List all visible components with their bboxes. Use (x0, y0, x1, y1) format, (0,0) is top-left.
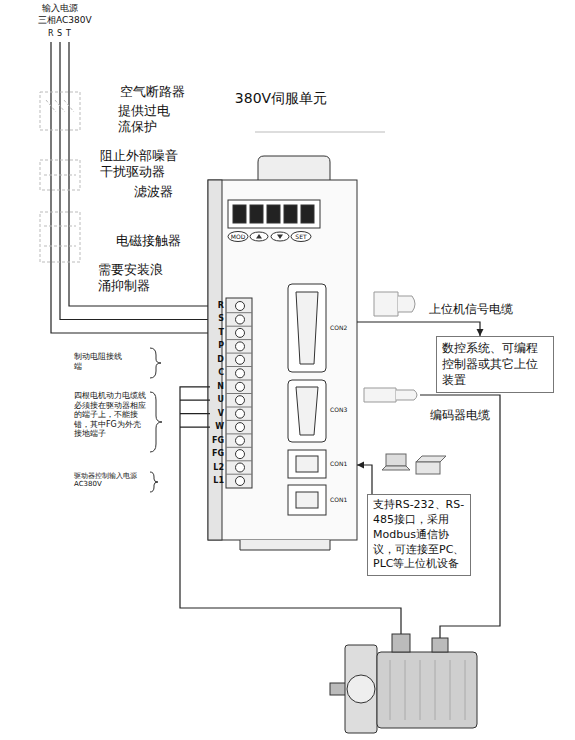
part-name: 空气断路器 (120, 84, 185, 100)
phase-name: S (57, 29, 62, 39)
comm-note-box: 支持RS-232、RS-485接口，采用Modbus通信协议，可连接至PC、PL… (367, 494, 471, 576)
connector (357, 322, 484, 336)
plc-icon (416, 456, 446, 474)
laptop-icon (382, 454, 410, 470)
part-name: 滤波器 (134, 184, 173, 200)
servo-drive (208, 156, 357, 550)
servo-unit: 380V伺服单元 (205, 90, 357, 540)
title-rule (255, 132, 385, 133)
signal-plug-icon (374, 292, 415, 316)
terminal-name: L1 (212, 476, 224, 486)
phase-name: R (48, 29, 54, 39)
node-text: 数控系统、可编程控制器或其它上位装置 (442, 340, 548, 389)
part-note: 需要安装浪涌抑制器 (98, 262, 166, 293)
power-input-note: 输入电源 (42, 3, 78, 14)
terminal-name: U (212, 395, 224, 405)
servo-motor (330, 634, 477, 733)
contactor-symbol (40, 212, 80, 262)
input-wires (51, 42, 210, 333)
terminal-name: FG (212, 436, 224, 446)
terminal-name: L2 (212, 463, 224, 473)
part-name: 电磁接触器 (116, 233, 181, 249)
port-name: CON1 (330, 460, 347, 467)
part-note: 阻止外部噪音干扰驱动器 (100, 148, 182, 179)
breaker-symbol (40, 92, 80, 130)
terminal-name: W (212, 422, 224, 432)
terminal-note: 制动电阻接线端 (74, 352, 124, 371)
connector-line (357, 322, 480, 336)
port-name: CON1 (330, 496, 347, 503)
arrow-head (477, 329, 484, 336)
terminal-name: N (212, 382, 224, 392)
connector (357, 462, 372, 495)
phase-name: T (66, 29, 71, 39)
terminal-name: V (212, 409, 224, 419)
port-name: CON3 (330, 406, 347, 413)
host-device-box: 数控系统、可编程控制器或其它上位装置 (436, 336, 554, 393)
part-note: 提供过电流保护 (118, 103, 176, 134)
port-name: CON2 (330, 324, 347, 331)
terminal-name: T (212, 328, 224, 338)
button-label: MOD (229, 233, 247, 240)
terminal-name: FG (212, 449, 224, 459)
terminal-note: 四根电机动力电缆线必须接在驱动器相应的端子上，不能接错，其中FG为外壳接地端子 (74, 391, 146, 439)
node-text: 380V伺服单元 (205, 90, 357, 108)
brackets (150, 348, 162, 492)
cable-name: 编码器电缆 (430, 408, 490, 422)
connector-label: 上位机信号电缆 (428, 302, 514, 316)
node-text: 支持RS-232、RS-485接口，采用Modbus通信协议，可连接至PC、PL… (373, 498, 465, 572)
terminal-note: 驱动器控制输入电源AC380V (74, 472, 146, 489)
terminal-name: S (212, 314, 224, 324)
filter-symbol (40, 160, 80, 190)
terminal-name: R (212, 301, 224, 311)
button-label: SET (292, 233, 310, 240)
power-input-note: 三相AC380V (38, 15, 92, 26)
encoder-plug-icon (364, 388, 417, 402)
arrow-head (357, 462, 364, 469)
terminal-name: P (212, 341, 224, 351)
terminal-name: C (212, 368, 224, 378)
connector-line (357, 465, 372, 494)
terminal-name: D (212, 355, 224, 365)
